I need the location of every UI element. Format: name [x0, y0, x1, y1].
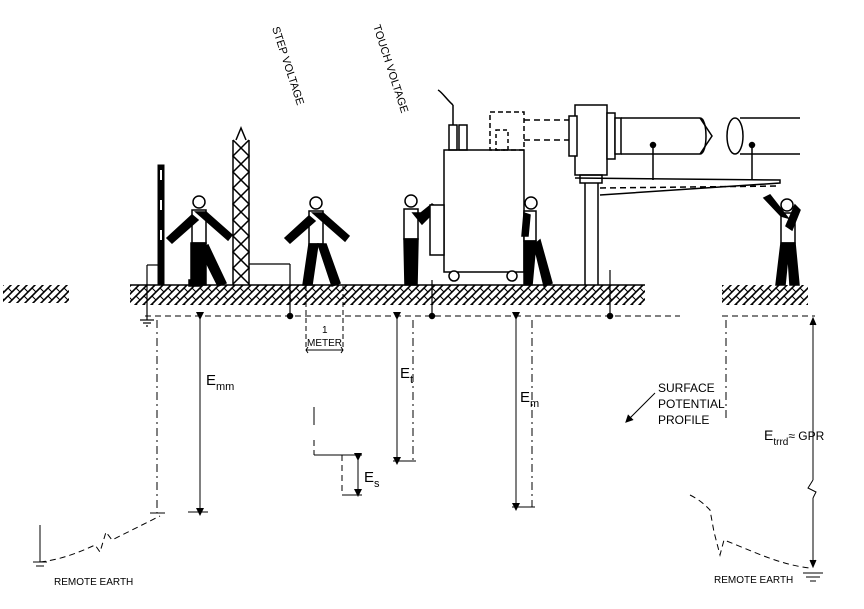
person-leaning-on-transformer	[521, 196, 553, 287]
e-t-symbol: Et	[400, 365, 413, 386]
person-step-voltage	[283, 196, 351, 287]
left-remote-profile	[33, 320, 165, 567]
person-touching-fence	[165, 195, 234, 287]
profile-pointer-arrow	[625, 392, 656, 423]
e-s-symbol: Es	[364, 469, 380, 490]
e-m-symbol: Em	[520, 389, 539, 410]
step-voltage-profile	[313, 407, 362, 497]
e-mm-dimension	[188, 312, 208, 516]
remote-earth-right-label: REMOTE EARTH	[714, 575, 793, 586]
potential-label: POTENTIAL	[658, 397, 725, 411]
touch-voltage-label: TOUCH VOLTAGE	[370, 23, 410, 114]
one-meter-marker	[305, 286, 344, 354]
right-remote-profile	[689, 316, 823, 582]
person-touching-remote-conductor	[762, 194, 801, 286]
e-m-dimension	[512, 312, 535, 511]
e-mm-symbol: Emm	[206, 372, 234, 393]
person-touch-voltage	[403, 194, 440, 286]
one-label: 1	[322, 325, 328, 336]
surface-label: SURFACE	[658, 381, 715, 395]
transformer	[428, 89, 570, 320]
lattice-tower	[231, 126, 294, 320]
step-voltage-label: STEP VOLTAGE	[269, 25, 306, 107]
profile-label: PROFILE	[658, 413, 709, 427]
e-trrd-symbol: Etrrd≈ GPR	[764, 427, 825, 448]
remote-earth-left-label: REMOTE EARTH	[54, 577, 133, 588]
e-t-dimension	[393, 312, 416, 465]
fence-post	[140, 164, 165, 327]
earth-surface	[3, 284, 808, 305]
meter-label: METER	[307, 338, 342, 349]
switch-structure	[568, 104, 800, 320]
